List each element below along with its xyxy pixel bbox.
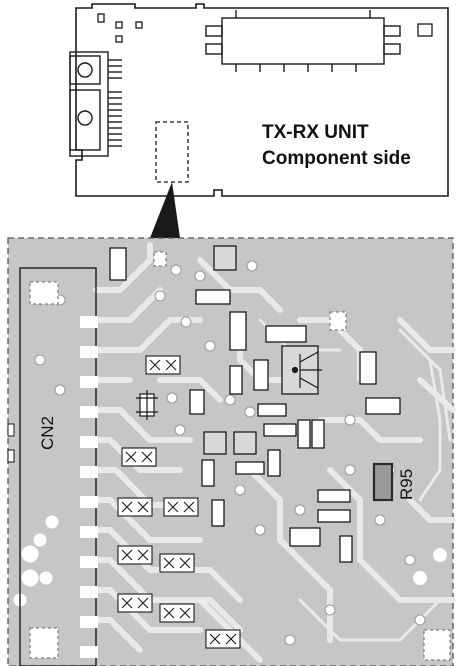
cn2-dashed-pads — [29, 281, 59, 659]
unit-subtitle: Component side — [262, 148, 411, 169]
diode-pair-2 — [121, 447, 157, 467]
side-tabs — [7, 423, 15, 463]
rf-module — [205, 10, 401, 72]
unit-title-block: TX-RX UNIT Component side — [262, 120, 411, 172]
small-components — [97, 13, 433, 43]
diode-pair-3 — [117, 497, 153, 517]
board-outline — [75, 3, 449, 197]
mount-hole-lower — [77, 110, 93, 126]
board-detail — [7, 237, 456, 666]
diode-pair-7 — [117, 593, 153, 613]
left-connector-block — [69, 51, 122, 157]
component-pads — [109, 245, 401, 563]
diode-pair-1 — [145, 355, 181, 375]
diode-pair-4 — [163, 497, 199, 517]
dashed-pads — [153, 251, 451, 661]
diode-pair-5 — [117, 545, 153, 565]
cn2-pins — [80, 316, 98, 658]
mounting-holes-right — [413, 548, 447, 585]
diode-pairs — [117, 355, 241, 649]
connector-cn2 — [19, 267, 98, 666]
connector-label: CN2 — [38, 415, 57, 450]
mount-hole-upper — [77, 62, 93, 78]
resistor-label: R95 — [397, 468, 416, 500]
diode-pair-8 — [159, 603, 195, 623]
diode-pair-9 — [205, 629, 241, 649]
unit-title: TX-RX UNIT — [262, 122, 369, 143]
resistor-r95 — [372, 462, 394, 502]
transistor-symbol — [291, 351, 322, 389]
callout-pointer — [150, 182, 180, 238]
mounting-holes — [13, 515, 59, 607]
diode-pair-6 — [159, 553, 195, 573]
vias — [34, 260, 446, 646]
ic-symbol-left — [136, 390, 158, 420]
board-overview — [69, 3, 449, 238]
